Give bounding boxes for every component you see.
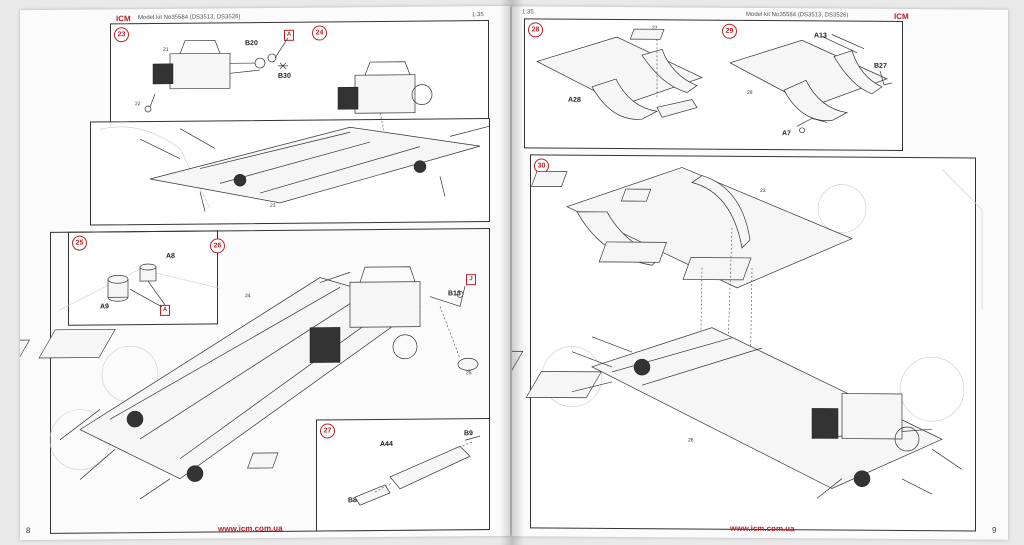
left-page-drawings xyxy=(20,37,491,506)
left-page: ICM Model kit No35584 (DS3513, DS3526) 1… xyxy=(20,5,510,541)
cab-assembly-step30 xyxy=(531,167,853,393)
right-footer-url[interactable]: www.icm.com.ua xyxy=(730,523,795,534)
fuel-tank-parts xyxy=(247,435,481,506)
left-footer-url[interactable]: www.icm.com.ua xyxy=(218,523,283,534)
chassis-frame-step26 xyxy=(20,266,479,500)
engine-sub-assembly xyxy=(144,37,289,113)
book-gutter-shadow xyxy=(500,0,524,545)
right-page: 1:35 Model kit No35584 (DS3513, DS3526) … xyxy=(512,6,1008,540)
right-page-drawings xyxy=(512,28,983,499)
left-page-number: 8 xyxy=(26,526,31,536)
chassis-step30 xyxy=(512,327,963,499)
cap-parts-a8-a9 xyxy=(107,263,166,308)
engine-on-chassis xyxy=(139,61,491,212)
right-page-number: 9 xyxy=(992,525,997,535)
cab-floor-step28 xyxy=(536,28,703,120)
cab-floor-step29 xyxy=(729,34,893,134)
